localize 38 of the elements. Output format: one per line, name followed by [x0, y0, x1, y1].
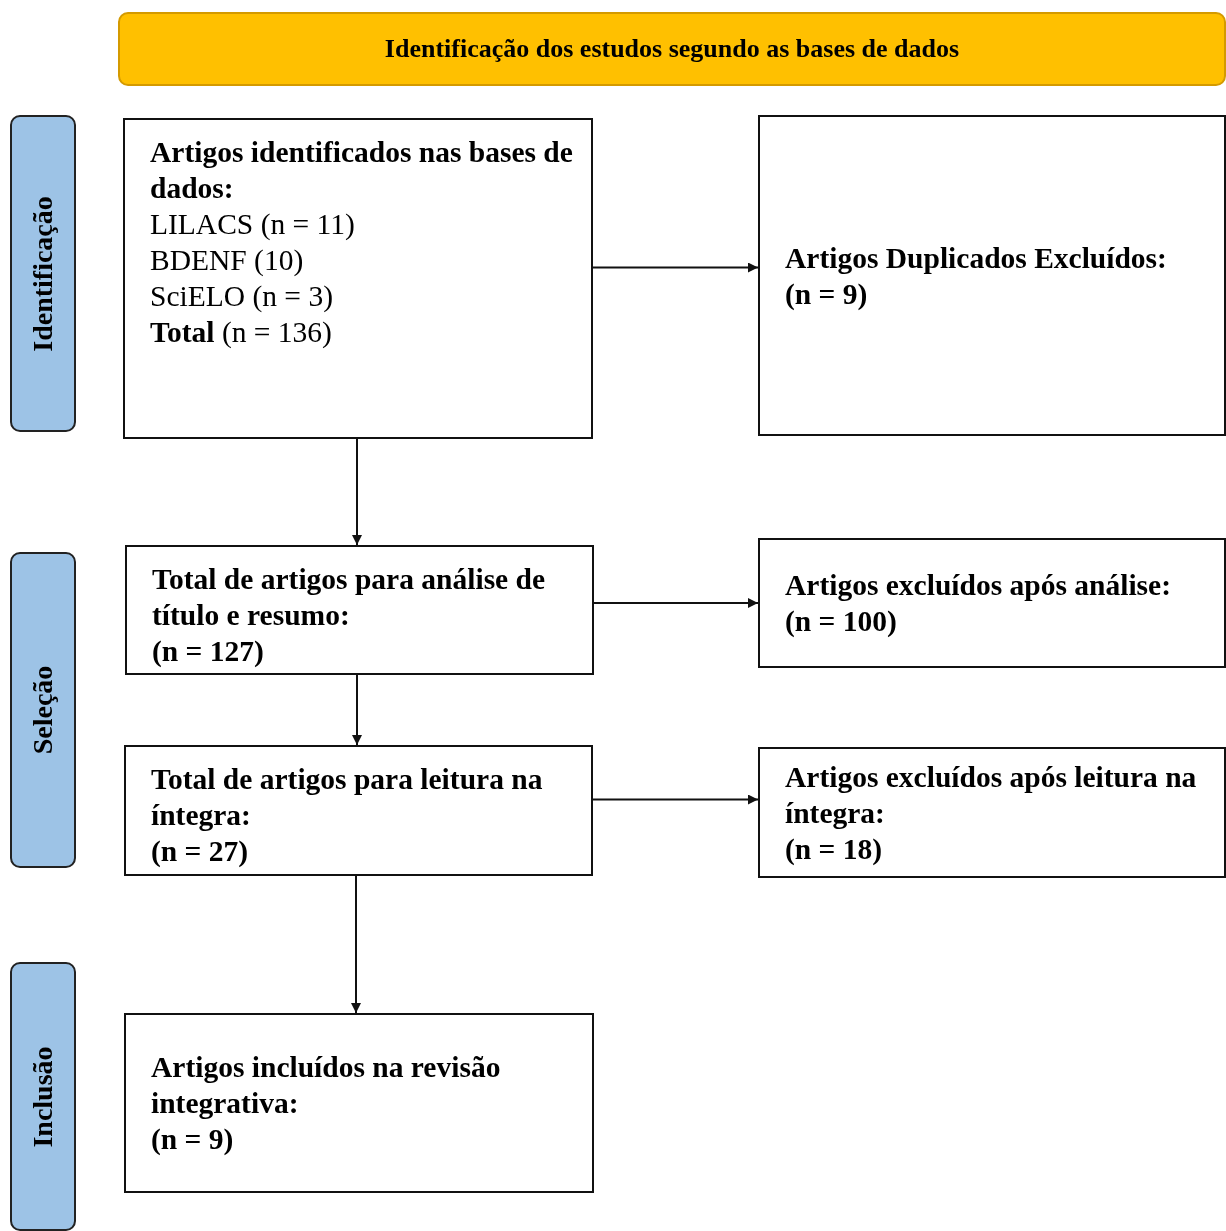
box-text: LILACS (n = 11) — [150, 207, 356, 242]
phase-label-band — [10, 962, 76, 1231]
phase-label: Identificação — [27, 195, 59, 352]
header-banner — [118, 12, 1226, 86]
box-text: Total (n = 136) — [150, 315, 333, 350]
box-heading: Artigos incluídos na revisão integrativa: — [151, 1050, 502, 1121]
box-heading: Artigos Duplicados Excluídos: — [785, 240, 1168, 276]
arrow — [352, 674, 362, 746]
box-heading: Total de artigos para leitura na íntegra: — [151, 762, 544, 833]
box-text: BDENF (10) — [150, 243, 305, 278]
process-box — [758, 747, 1226, 878]
process-box — [125, 545, 594, 675]
box-heading: Artigos excluídos após leitura na íntegra: — [785, 759, 1198, 831]
arrow — [593, 598, 759, 608]
box-heading: Artigos excluídos após análise: — [785, 568, 1172, 603]
box-text: SciELO (n = 3) — [150, 279, 334, 314]
box-heading: Artigos identificados nas bases de dados: — [150, 135, 574, 206]
phase-label: Seleção — [27, 665, 59, 755]
box-heading: Total de artigos para análise de título e resumo: — [152, 562, 547, 633]
box-text: (n = 27) — [151, 834, 250, 869]
box-text: (n = 18) — [785, 831, 884, 867]
box-text: (n = 9) — [151, 1122, 235, 1157]
box-text: (n = 9) — [785, 276, 869, 312]
header-title: Identificação dos estudos segundo as bases de dados — [384, 34, 960, 64]
arrow — [592, 262, 759, 273]
process-box — [758, 115, 1226, 436]
phase-label-band — [10, 115, 76, 432]
box-text: (n = 100) — [785, 604, 898, 639]
phase-label-band — [10, 552, 76, 868]
process-box — [124, 1013, 594, 1193]
arrow — [352, 438, 362, 546]
process-box — [124, 745, 593, 876]
phase-label: Inclusão — [27, 1045, 59, 1148]
box-text: (n = 127) — [152, 634, 265, 669]
process-box — [758, 538, 1226, 668]
arrow — [351, 875, 361, 1014]
arrow — [592, 794, 759, 805]
process-box — [123, 118, 593, 439]
